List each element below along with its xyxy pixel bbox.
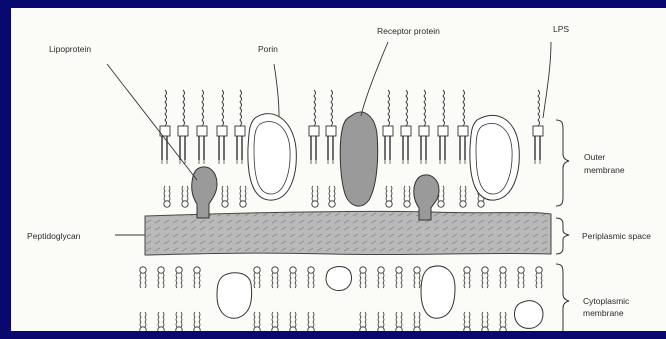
membrane-diagram: Lipoprotein Porin Receptor protein LPS O… <box>11 8 666 331</box>
lps-unit <box>458 90 468 164</box>
phospholipid <box>360 312 366 331</box>
lps-unit <box>533 90 543 164</box>
phospholipid <box>140 267 146 288</box>
phospholipid <box>378 267 384 288</box>
porin-right <box>470 115 519 200</box>
lps-unit <box>419 90 429 164</box>
phospholipid <box>482 312 488 331</box>
phospholipid <box>272 267 278 288</box>
phospholipid <box>158 312 164 331</box>
lps-unit <box>383 90 393 164</box>
brace-cytoplasmic <box>556 264 569 331</box>
lps-unit <box>160 90 170 164</box>
phospholipid <box>312 186 318 207</box>
phospholipid <box>176 312 182 331</box>
lps-unit <box>326 90 336 164</box>
leader-porin <box>274 64 279 116</box>
lps-unit <box>401 90 411 164</box>
cm-protein-3 <box>421 266 455 318</box>
brace-periplasmic <box>556 218 569 254</box>
phospholipid <box>140 312 146 331</box>
phospholipid <box>290 312 296 331</box>
phospholipid <box>176 267 182 288</box>
lps-unit <box>309 90 319 164</box>
label-receptor-protein: Receptor protein <box>377 26 440 36</box>
label-outer-membrane-line2: membrane <box>584 165 625 175</box>
label-outer-membrane-line1: Outer <box>584 152 605 162</box>
phospholipid <box>464 312 470 331</box>
phospholipid <box>460 186 466 207</box>
phospholipid <box>396 267 402 288</box>
phospholipid <box>464 267 470 288</box>
lps-unit <box>217 90 227 164</box>
phospholipid <box>396 312 402 331</box>
phospholipid <box>194 312 200 331</box>
phospholipid <box>360 267 366 288</box>
phospholipid <box>404 186 410 207</box>
leader-lps <box>543 42 551 118</box>
phospholipid <box>308 312 314 331</box>
label-peptidoglycan: Peptidoglycan <box>27 231 81 241</box>
phospholipid <box>222 186 228 207</box>
phospholipid <box>378 312 384 331</box>
label-cytoplasmic-membrane-line1: Cytoplasmic <box>583 296 630 306</box>
receptor-protein <box>340 112 378 206</box>
phospholipid <box>164 186 170 207</box>
phospholipid <box>500 267 506 288</box>
phospholipid <box>414 267 420 288</box>
diagram-paper: Lipoprotein Porin Receptor protein LPS O… <box>11 8 666 331</box>
label-lps: LPS <box>553 24 569 34</box>
cm-protein-1 <box>217 273 252 318</box>
phospholipid <box>386 186 392 207</box>
lps-unit <box>178 90 188 164</box>
phospholipid <box>194 267 200 288</box>
lps-unit <box>235 90 245 164</box>
cm-protein-4 <box>514 301 543 329</box>
leader-receptor <box>361 42 388 116</box>
label-periplasmic-space: Periplasmic space <box>582 231 651 241</box>
leader-lipoprotein <box>107 64 197 180</box>
label-porin: Porin <box>258 44 278 54</box>
label-lipoprotein: Lipoprotein <box>49 44 91 54</box>
phospholipid <box>482 267 488 288</box>
lps-unit <box>438 90 448 164</box>
porin-left <box>248 114 296 200</box>
phospholipid <box>272 312 278 331</box>
brace-outer-membrane <box>556 120 569 206</box>
phospholipid <box>308 267 314 288</box>
phospholipid <box>254 267 260 288</box>
phospholipid <box>536 267 542 288</box>
phospholipid <box>500 312 506 331</box>
phospholipid <box>240 186 246 207</box>
cm-protein-2 <box>326 267 352 291</box>
label-cytoplasmic-membrane-line2: membrane <box>583 308 624 318</box>
phospholipid <box>518 267 524 288</box>
lps-unit <box>197 90 207 164</box>
braces <box>556 120 569 331</box>
phospholipid <box>329 186 335 207</box>
phospholipid <box>414 312 420 331</box>
lipoprotein-left <box>192 167 217 218</box>
phospholipid <box>182 186 188 207</box>
phospholipid <box>290 267 296 288</box>
phospholipid <box>158 267 164 288</box>
phospholipid <box>254 312 260 331</box>
